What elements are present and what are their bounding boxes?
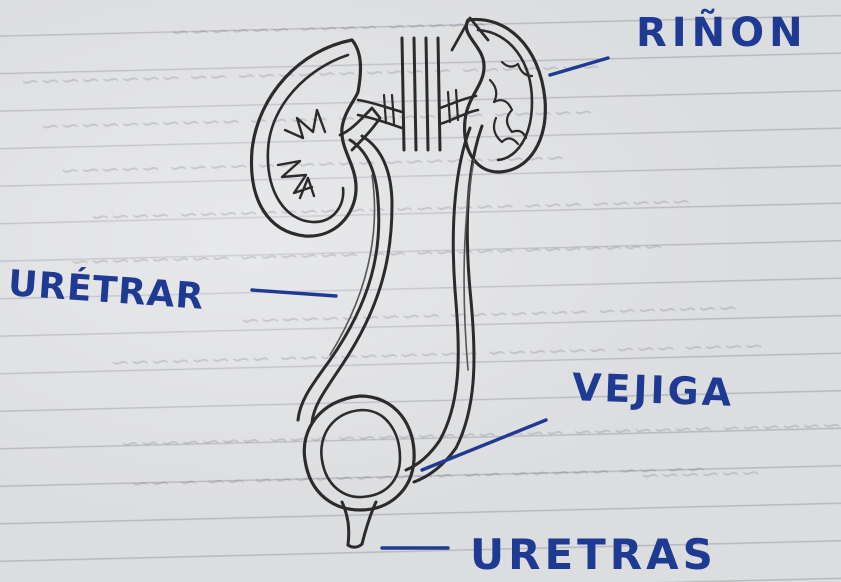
right-kidney-medulla bbox=[490, 62, 532, 144]
bladder-inner bbox=[321, 410, 400, 497]
left-kidney-inner bbox=[268, 55, 348, 222]
vena-cava bbox=[426, 38, 440, 150]
urethra-tip bbox=[348, 544, 362, 547]
left-ureter bbox=[312, 136, 392, 422]
right-ureter bbox=[406, 128, 470, 470]
bladder-label: VEJIGA bbox=[571, 365, 735, 415]
left-ureter-lumen bbox=[330, 175, 375, 355]
right-ureter bbox=[414, 126, 482, 482]
ureter-pointer-line bbox=[252, 290, 336, 296]
left-kidney-medulla bbox=[278, 110, 325, 198]
aorta bbox=[402, 38, 416, 150]
bladder-pointer-line bbox=[422, 420, 546, 470]
left-kidney bbox=[251, 40, 360, 236]
urethra-label: URETRAS bbox=[470, 530, 717, 579]
kidney-label: RIÑON bbox=[636, 10, 808, 56]
kidney-pointer-line bbox=[550, 58, 608, 75]
